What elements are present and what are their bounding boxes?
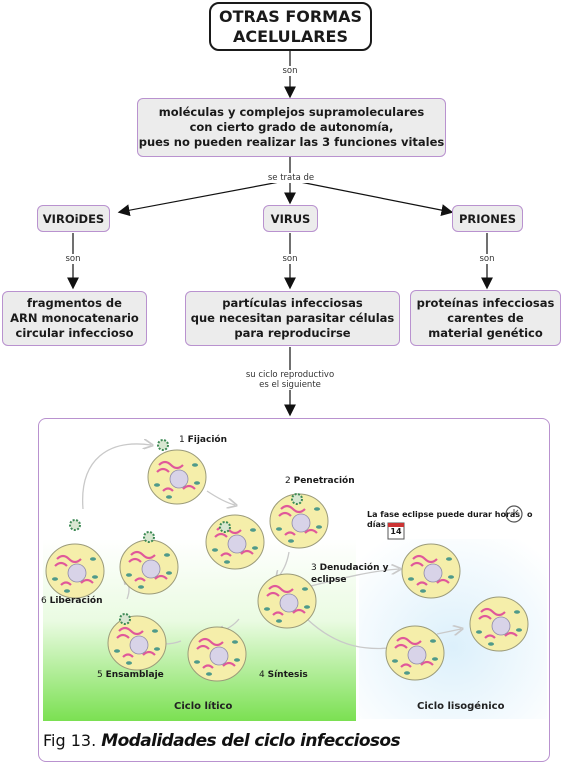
- calendar-icon: [387, 522, 405, 540]
- step-1-label: 1 Fijación: [179, 435, 227, 445]
- virus-desc-line1: partículas infecciosas: [222, 296, 363, 310]
- link-se-trata-de: se trata de: [262, 173, 320, 183]
- cell-sintesis: [186, 625, 248, 683]
- cell-lisogenico-a: [400, 542, 462, 600]
- step-2-num: 2: [285, 476, 291, 486]
- step-3-name2: eclipse: [311, 575, 347, 585]
- link-son-priones: son: [475, 254, 499, 264]
- cell-lisogenico-c: [468, 595, 530, 653]
- virus-desc-line2: que necesitan parasitar células: [190, 311, 395, 325]
- figure-caption: Fig 13. Modalidades del ciclo infeccioso…: [43, 731, 401, 751]
- step-6-label: 6 Liberación: [41, 596, 103, 606]
- cell-penetracion-a: [204, 513, 266, 571]
- category-priones-label: PRIONES: [458, 211, 517, 226]
- stopwatch-icon: [505, 505, 523, 523]
- step-4-name: Síntesis: [267, 670, 308, 680]
- definition-line3: pues no pueden realizar las 3 funciones …: [138, 135, 445, 149]
- eclipse-note-line2: días: [367, 520, 386, 529]
- step-2-label: 2 Penetración: [285, 476, 355, 486]
- cell-liberacion-a: [118, 538, 180, 596]
- step-1-name: Fijación: [187, 435, 228, 445]
- viroides-desc-line2: ARN monocatenario: [10, 311, 139, 325]
- link-son-virus: son: [278, 254, 302, 264]
- root-node: OTRAS FORMAS ACELULARES: [209, 2, 372, 51]
- eclipse-note-o: o: [527, 510, 533, 519]
- category-viroides: VIROiDES: [37, 205, 110, 232]
- category-virus: VIRUS: [263, 205, 318, 232]
- root-line2: ACELULARES: [232, 26, 349, 46]
- link-ciclo-line1: su ciclo reproductivo: [245, 370, 335, 380]
- cell-ensamblaje: [106, 614, 168, 672]
- link-ciclo-reproductivo: su ciclo reproductivo es el siguiente: [236, 370, 344, 390]
- step-3-name: Denudación y: [319, 563, 389, 573]
- viroides-description: fragmentos de ARN monocatenario circular…: [2, 291, 147, 346]
- priones-desc-line1: proteínas infecciosas: [416, 295, 555, 310]
- step-5-num: 5: [97, 670, 103, 680]
- priones-desc-line3: material genético: [428, 325, 543, 340]
- eclipse-note-line1: La fase eclipse puede durar horas: [367, 510, 521, 519]
- infectious-cycle-figure: 1 Fijación 2 Penetración 3 Denudación y …: [38, 418, 550, 762]
- calendar-day: 14: [390, 527, 402, 536]
- definition-line1: moléculas y complejos supramoleculares: [158, 105, 425, 119]
- link-son-viroides: son: [61, 254, 85, 264]
- virus-description: partículas infecciosas que necesitan par…: [185, 291, 400, 346]
- caption-title: Modalidades del ciclo infecciosos: [101, 731, 401, 751]
- step-3-label: 3 Denudación y eclipse: [311, 562, 389, 586]
- cell-lisogenico-b: [384, 624, 446, 682]
- virus-desc-line3: para reproducirse: [234, 326, 351, 340]
- cell-denudacion: [256, 572, 318, 630]
- category-virus-label: VIRUS: [270, 211, 311, 226]
- step-4-num: 4: [259, 670, 265, 680]
- priones-desc-line2: carentes de: [447, 310, 524, 325]
- cell-fijacion: [146, 448, 208, 506]
- priones-description: proteínas infecciosas carentes de materi…: [410, 290, 561, 346]
- step-2-name: Penetración: [293, 476, 355, 486]
- cycle-illustration: [43, 419, 547, 721]
- caption-prefix: Fig 13.: [43, 731, 97, 750]
- step-3-num: 3: [311, 563, 317, 573]
- lysogenic-cycle-label: Ciclo lisogénico: [417, 701, 505, 712]
- viroides-desc-line1: fragmentos de: [27, 296, 122, 310]
- category-priones: PRIONES: [452, 205, 523, 232]
- lytic-cycle-label: Ciclo lítico: [174, 701, 233, 712]
- root-line1: OTRAS FORMAS: [219, 6, 362, 26]
- category-viroides-label: VIROiDES: [42, 211, 105, 226]
- cell-liberacion-b: [44, 542, 106, 600]
- link-son-1: son: [278, 66, 302, 76]
- step-5-label: 5 Ensamblaje: [97, 670, 164, 680]
- step-6-num: 6: [41, 596, 47, 606]
- step-4-label: 4 Síntesis: [259, 670, 308, 680]
- definition-node: moléculas y complejos supramoleculares c…: [137, 98, 446, 157]
- step-5-name: Ensamblaje: [105, 670, 164, 680]
- viroides-desc-line3: circular infeccioso: [15, 326, 134, 340]
- step-6-name: Liberación: [49, 596, 103, 606]
- link-ciclo-line2: es el siguiente: [259, 380, 321, 390]
- definition-line2: con cierto grado de autonomía,: [189, 120, 394, 134]
- step-1-num: 1: [179, 435, 185, 445]
